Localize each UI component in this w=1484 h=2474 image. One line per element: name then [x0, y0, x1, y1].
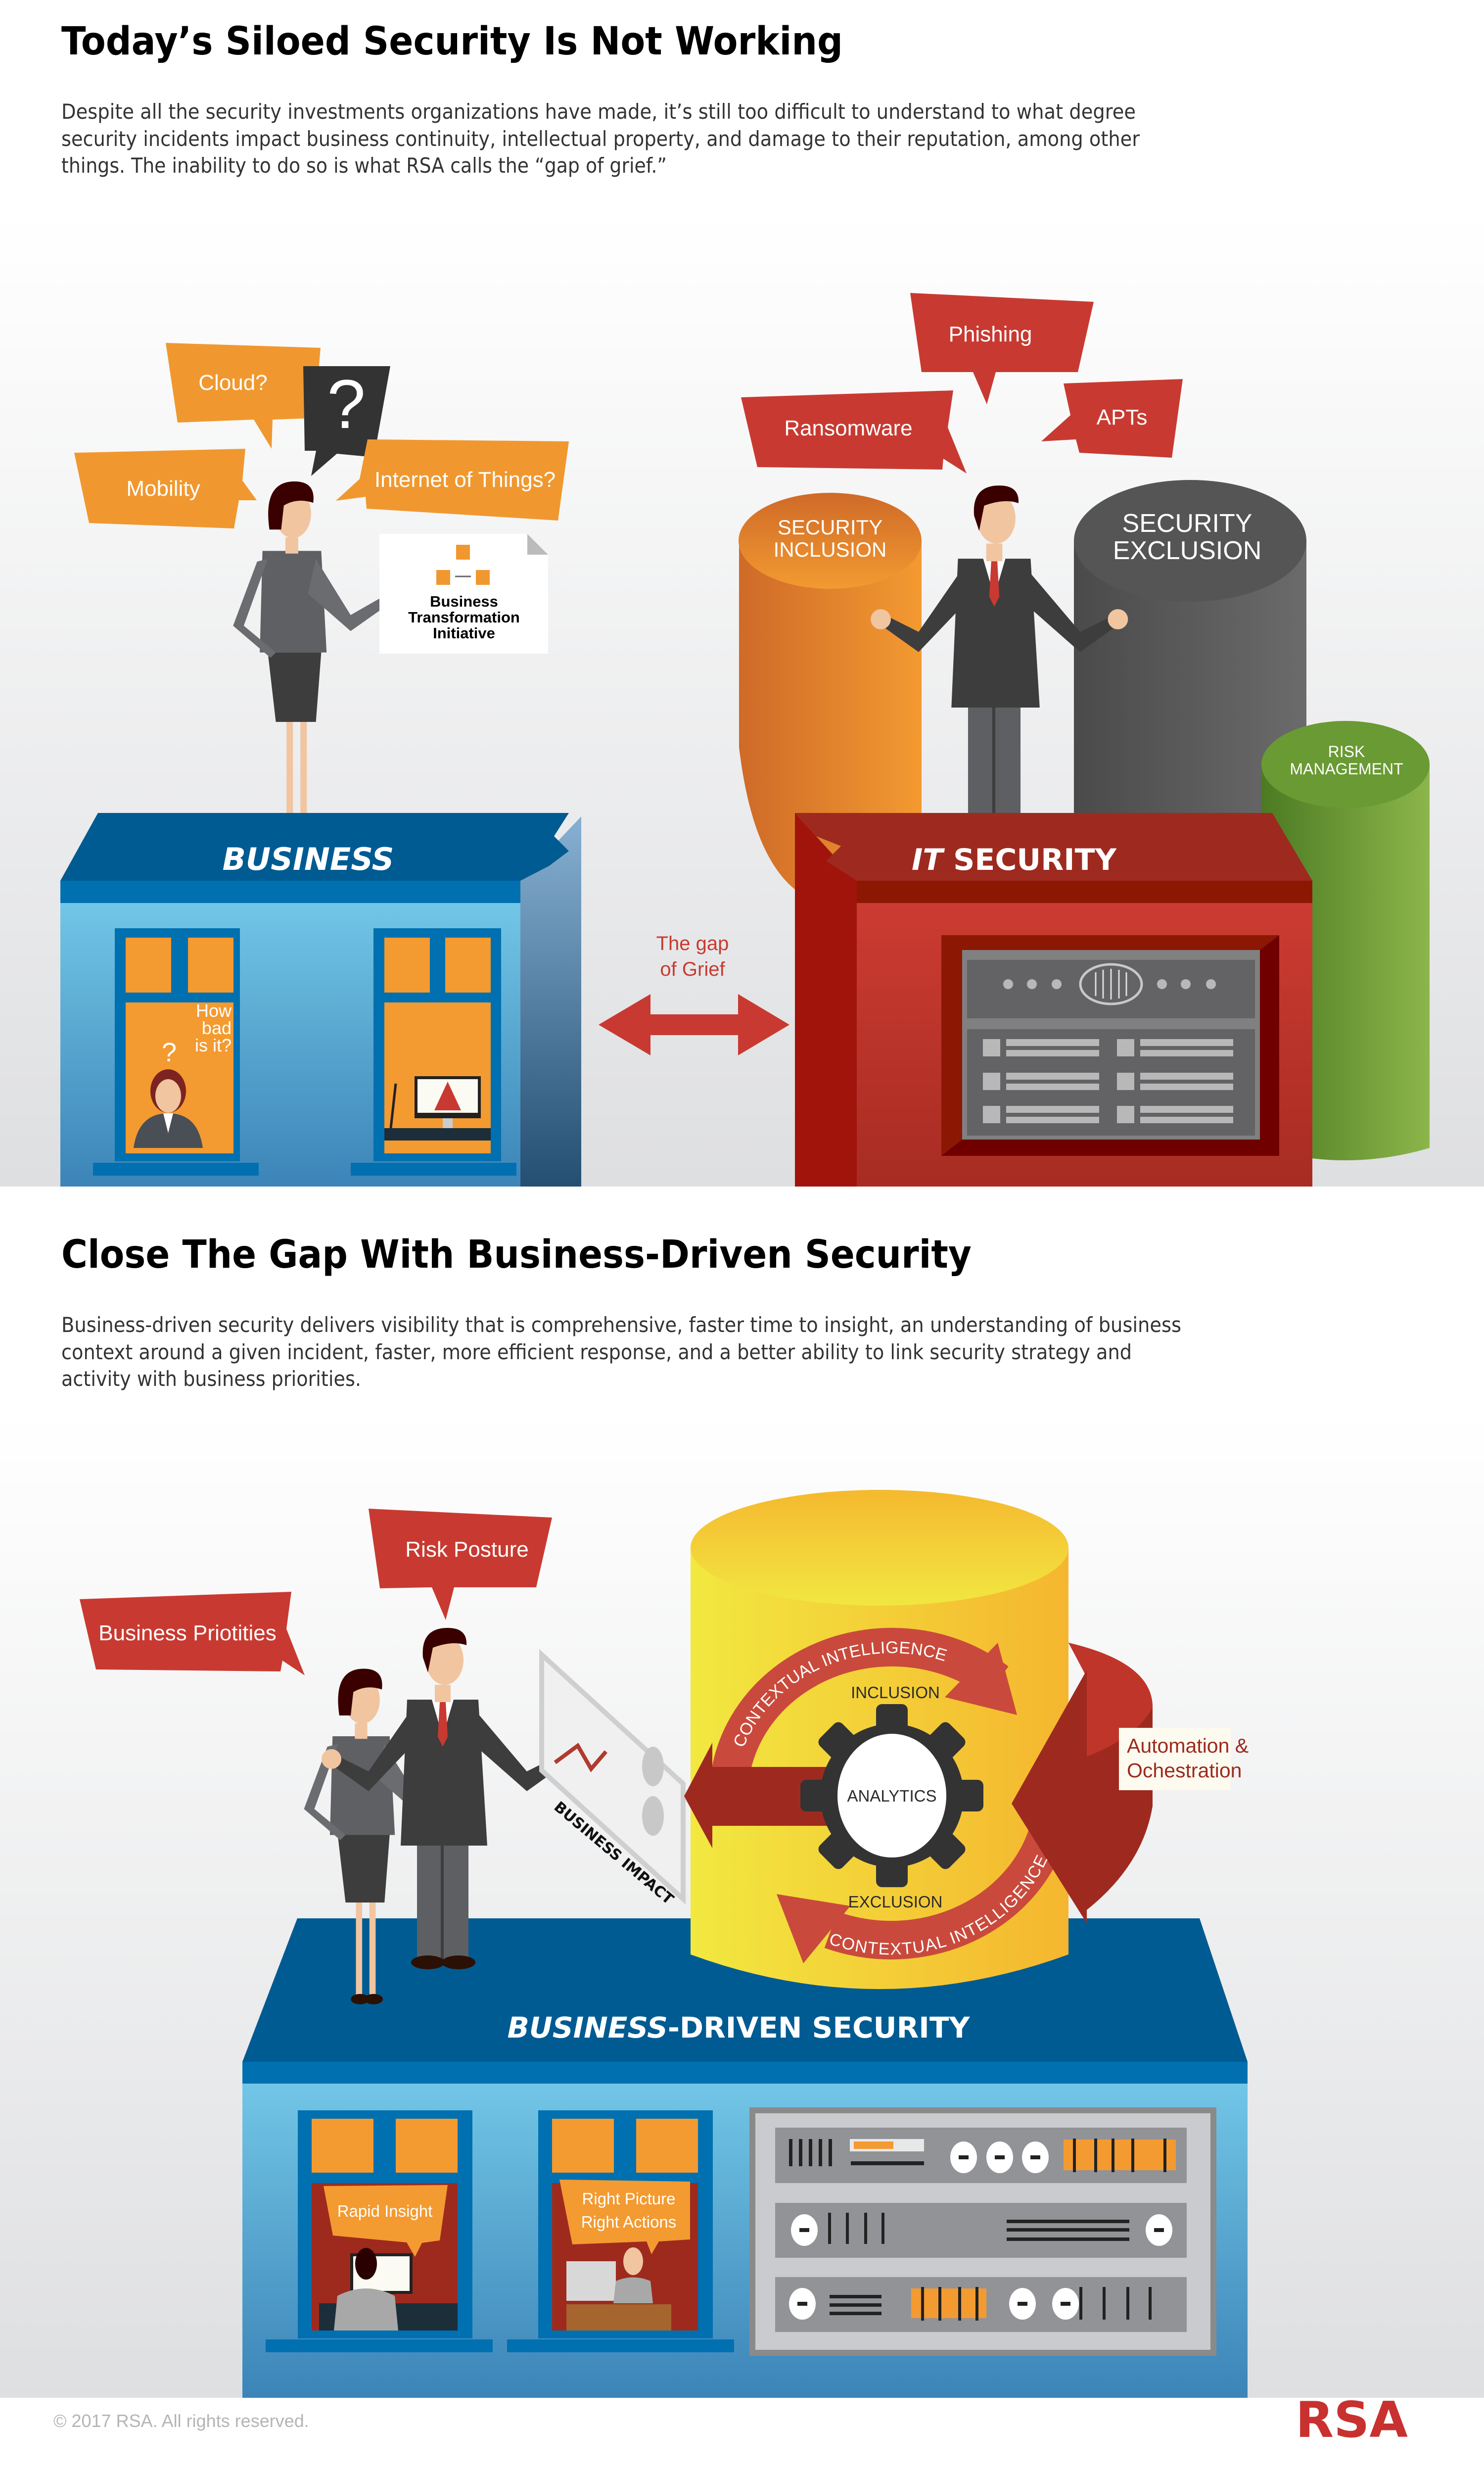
question-mark-icon: ? [162, 1038, 177, 1067]
server-panel [962, 950, 1260, 1140]
speech-bubble-business-priorities: Business Priotities [80, 1592, 305, 1675]
speech-bubble-mobility: Mobility [74, 449, 257, 528]
cylinder-label: SECURITY [778, 516, 882, 539]
gap-label: of Grief [660, 958, 725, 980]
cylinder-label: INCLUSION [774, 538, 887, 561]
knob-icons [789, 2141, 1172, 2320]
window-rapid-insight: Rapid Insight [266, 2110, 493, 2352]
window-bubble-label: Right Actions [581, 2213, 677, 2231]
section1-paragraph-line: things. The inability to do so is what R… [61, 153, 667, 178]
window-text: is it? [195, 1035, 232, 1055]
it-label-main: SECURITY [953, 843, 1117, 877]
cylinder-label: SECURITY [1122, 509, 1252, 538]
it-security-label: IT SECURITY [912, 843, 1117, 877]
window-bubble-label: Rapid Insight [337, 2202, 433, 2220]
automation-label-line: Automation & [1127, 1734, 1249, 1757]
bubble-label: Business Priotities [98, 1621, 276, 1645]
slider-bank-icon [1064, 2140, 1176, 2170]
warning-icon [434, 1082, 461, 1110]
document-line: Transformation [408, 609, 520, 626]
double-arrow-icon [599, 994, 789, 1055]
bubble-label: Ransomware [784, 416, 912, 440]
speech-bubble-ransomware: Ransomware [741, 390, 967, 474]
trend-chart-icon [554, 1743, 608, 1772]
it-security-building: IT SECURITY [795, 813, 1312, 1187]
bubble-label: Mobility [126, 476, 200, 501]
section1-paragraph-line: Despite all the security investments org… [61, 99, 1136, 124]
window-worried-employee: How bad is it? ? [93, 928, 259, 1176]
section2-paragraph-line: context around a given incident, faster,… [61, 1340, 1132, 1364]
speech-bubble-risk-posture: Risk Posture [369, 1509, 552, 1620]
speech-bubble-phishing: Phishing [910, 293, 1094, 404]
content: Today’s Siloed Security Is Not Working D… [0, 19, 1484, 2398]
business-transformation-document: Business Transformation Initiative [379, 534, 548, 654]
bubble-label: Risk Posture [405, 1537, 528, 1562]
business-driven-building: BUSINESS-DRIVEN SECURITY Rapid Insight [242, 1918, 1248, 2398]
automation-arrowhead [1012, 1670, 1087, 1923]
business-impact-arrow [684, 1743, 841, 1848]
copyright-text: © 2017 RSA. All rights reserved. [53, 2411, 309, 2431]
window-bubble-label: Right Picture [582, 2189, 676, 2208]
business-driven-security-label: BUSINESS-DRIVEN SECURITY [508, 2011, 971, 2045]
automation-label-line: Ochestration [1127, 1759, 1242, 1782]
desk-lamp-icon [389, 1083, 397, 1129]
cylinder-label: MANAGEMENT [1290, 760, 1403, 778]
arrowhead-icon [945, 1643, 1017, 1715]
analytics-gear-icon: ANALYTICS [800, 1704, 983, 1887]
cylinder-label: EXCLUSION [1113, 536, 1262, 565]
bubble-label: Cloud? [198, 371, 267, 395]
stressed-woman-icon [134, 1069, 203, 1148]
pie-chart-icon [642, 1747, 664, 1786]
diagram-node-icon [456, 545, 470, 560]
question-mark-icon: ? [327, 365, 366, 443]
rsa-logo: RSA [1296, 2391, 1408, 2449]
diagram-node-icon [476, 570, 490, 585]
section1-title: Today’s Siloed Security Is Not Working [61, 19, 843, 64]
automation-label: Automation & Ochestration [1119, 1728, 1249, 1790]
bubble-label: APTs [1097, 405, 1148, 429]
business-building: BUSINESS How bad is it? ? [60, 813, 581, 1187]
analytics-label: ANALYTICS [847, 1787, 937, 1805]
vent-grill-icon [1079, 963, 1143, 1005]
gap-of-grief: The gap of Grief [599, 933, 789, 1055]
section2-paragraph-line: Business-driven security delivers visibi… [61, 1313, 1181, 1337]
control-rack [749, 2107, 1216, 2356]
section2-paragraph-line: activity with business priorities. [61, 1367, 361, 1391]
business-label: BUSINESS [223, 841, 394, 877]
pie-chart-icon [642, 1796, 664, 1836]
exclusion-label: EXCLUSION [848, 1893, 943, 1911]
it-label-prefix: IT [912, 843, 945, 877]
window-text: How [196, 1000, 232, 1021]
speech-bubble-apts: APTs [1041, 379, 1183, 458]
bubble-label: Internet of Things? [374, 468, 556, 492]
window-text: bad [202, 1018, 232, 1038]
window-security-alert [351, 928, 516, 1176]
diagram-node-icon [436, 570, 450, 585]
cylinder-label: RISK [1328, 743, 1365, 761]
speech-bubble-cloud: Cloud? [166, 343, 321, 449]
label-prefix: BUSINESS [508, 2011, 668, 2045]
document-line: Business [430, 593, 498, 610]
arrowhead-icon [777, 1894, 850, 1963]
section2-title: Close The Gap With Business-Driven Secur… [61, 1233, 972, 1277]
section1-paragraph-line: security incidents impact business conti… [61, 127, 1140, 151]
cylinder-security-inclusion: SECURITY INCLUSION [739, 493, 922, 891]
inclusion-label: INCLUSION [851, 1683, 940, 1702]
bubble-label: Phishing [949, 322, 1032, 346]
drive-bays [983, 1039, 1233, 1123]
window-right-picture: Right Picture Right Actions [507, 2110, 734, 2352]
speech-bubble-iot: Internet of Things? [336, 439, 569, 521]
label-main: -DRIVEN SECURITY [668, 2011, 971, 2045]
gap-label: The gap [656, 933, 729, 954]
document-line: Initiative [433, 624, 495, 642]
